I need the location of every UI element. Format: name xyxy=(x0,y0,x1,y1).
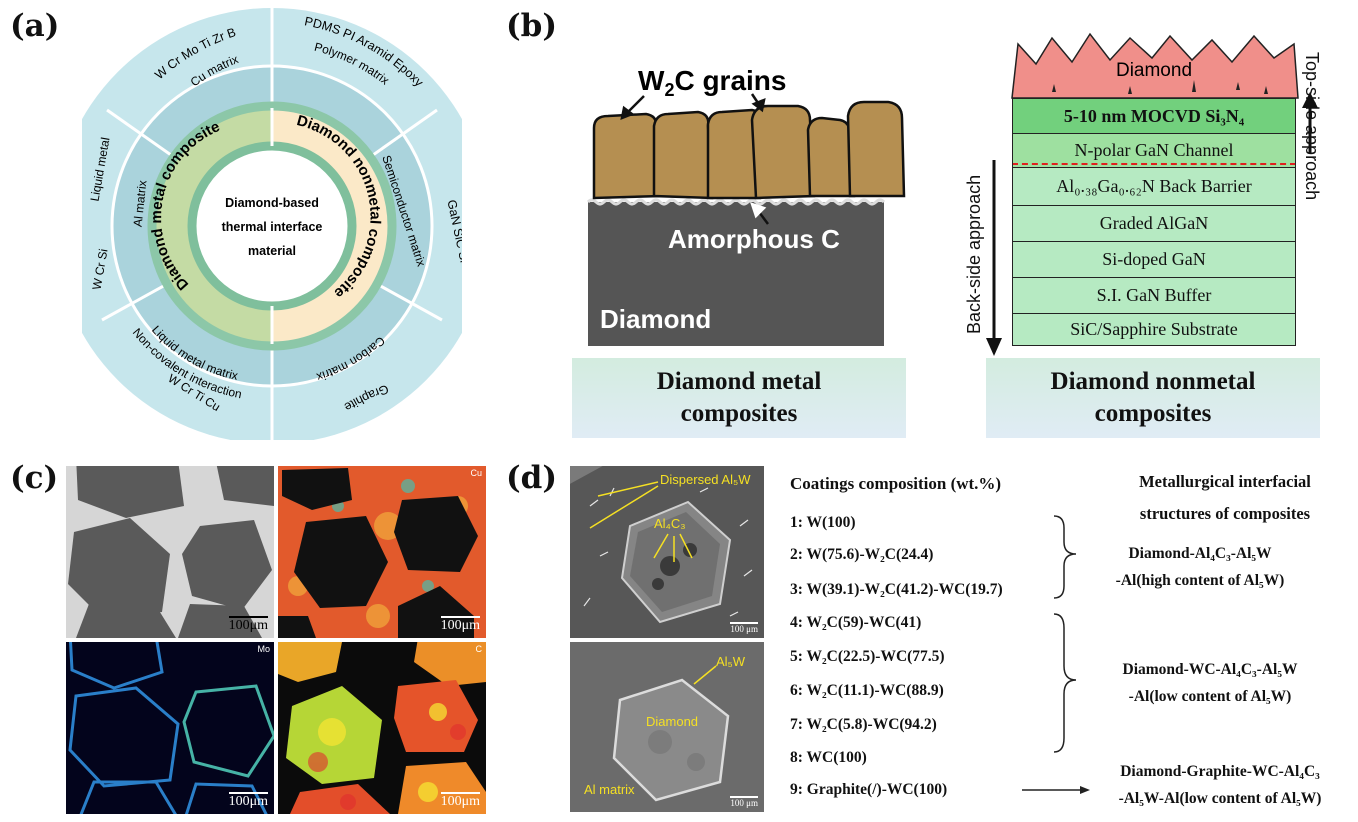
c-map-label: C xyxy=(475,644,483,654)
scale-bar-c: 100μm xyxy=(440,792,481,809)
c-eds-map: C 100μm xyxy=(278,642,486,814)
coating-8: 8: WC(100) xyxy=(790,749,867,766)
diamond-particle-label: Diamond xyxy=(646,714,699,729)
back-side-approach-label: Back-side approach xyxy=(964,174,984,334)
diamond-nonmetal-caption: Diamond nonmetal composites xyxy=(986,358,1320,438)
panel-b-interface-schematic: W2C grains Amorphous C Diamond xyxy=(586,65,906,346)
al5w-label: Al₅W xyxy=(716,654,746,669)
amorphous-c-label: Amorphous C xyxy=(668,224,840,254)
scale-bar-sem: 100μm xyxy=(228,616,269,633)
coating-7: 7: W₂C(5.8)-WC(94.2) xyxy=(790,716,937,733)
panel-label-b: (b) xyxy=(506,8,558,44)
coating-4: 4: W₂C(59)-WC(41) xyxy=(790,614,922,631)
panel-label-c: (c) xyxy=(10,460,59,496)
cu-eds-map: Cu 100μm xyxy=(278,466,486,638)
red-dashed-line xyxy=(1012,163,1296,165)
al4c3-label: Al₄C₃ xyxy=(654,516,686,531)
coating-1: 1: W(100) xyxy=(790,514,856,531)
sem-image-top: Dispersed Al₅W Al₄C₃ 100 μm xyxy=(570,466,764,638)
center-label-line3: material xyxy=(248,244,296,258)
diamond-metal-caption: Diamond metal composites xyxy=(572,358,906,438)
approach-arrows xyxy=(986,92,1318,356)
w2c-grains-label: W2C grains xyxy=(638,65,786,100)
nonmetal-composite-band xyxy=(272,106,392,346)
mo-map-label: Mo xyxy=(257,644,270,654)
coating-6: 6: W₂C(11.1)-WC(88.9) xyxy=(790,682,944,699)
top-side-approach-label: Top-side approach xyxy=(1302,52,1322,201)
scale-bar-cu: 100μm xyxy=(440,616,481,633)
al-matrix-image-label: Al matrix xyxy=(584,782,635,797)
sem-image-bottom: Al₅W Diamond Al matrix 100 μm xyxy=(570,642,764,812)
scale-bar-mo: 100μm xyxy=(228,792,269,809)
cu-map-label: Cu xyxy=(470,468,482,478)
metal-composite-band xyxy=(152,106,272,346)
layer-si3n4: 5-10 nm MOCVD Si₃N₄ xyxy=(1012,98,1296,134)
grouping-braces xyxy=(1053,515,1077,753)
layer-back-barrier: Al₀.₃₈Ga₀.₆₂N Back Barrier xyxy=(1012,168,1296,206)
layer-gan-channel: N-polar GaN Channel xyxy=(1012,134,1296,168)
layer-graded-algan: Graded AlGaN xyxy=(1012,206,1296,242)
diamond-layer-label: Diamond xyxy=(1116,60,1192,81)
center-circle xyxy=(198,152,346,300)
diamond-substrate xyxy=(588,202,884,346)
coatings-header: Coatings composition (wt.%) xyxy=(790,474,1002,493)
dispersed-al5w-label: Dispersed Al₅W xyxy=(660,472,751,487)
scale-bar-d-bottom: 100 μm xyxy=(730,796,758,808)
layer-gan-buffer: S.I. GaN Buffer xyxy=(1012,278,1296,314)
scale-bar-d-top: 100 μm xyxy=(730,622,758,634)
w2c-grains xyxy=(592,100,906,200)
structure-group-2: Diamond-WC-Al₄C₃-Al₅W-Al(low content of … xyxy=(1122,661,1298,705)
coating-2: 2: W(75.6)-W₂C(24.4) xyxy=(790,546,934,563)
coating-3: 3: W(39.1)-W₂C(41.2)-WC(19.7) xyxy=(790,581,1003,598)
mo-eds-map: Mo 100μm xyxy=(66,642,274,814)
coating-9: 9: Graphite(/)-WC(100) xyxy=(790,781,948,798)
structure-group-3: Diamond-Graphite-WC-Al₄C₃-Al₅W-Al(low co… xyxy=(1118,763,1322,807)
sem-micrograph: 100μm xyxy=(66,466,274,638)
panel-a-circle-diagram: Diamond-based thermal interface material… xyxy=(82,6,462,440)
panel-label-a: (a) xyxy=(10,8,60,44)
diamond-top-layer: Diamond xyxy=(1011,32,1299,99)
panel-label-d: (d) xyxy=(506,460,558,496)
coating-5: 5: W₂C(22.5)-WC(77.5) xyxy=(790,648,945,665)
center-label-line2: thermal interface xyxy=(222,220,323,234)
diamond-label: Diamond xyxy=(600,304,711,334)
arrow-to-group-3 xyxy=(1022,786,1090,794)
structure-group-1: Diamond-Al₄C₃-Al₅W-Al(high content of Al… xyxy=(1115,545,1285,589)
center-label-line1: Diamond-based xyxy=(225,196,319,210)
layer-si-doped-gan: Si-doped GaN xyxy=(1012,242,1296,278)
al-matrix-label: Al matrix xyxy=(131,180,150,228)
